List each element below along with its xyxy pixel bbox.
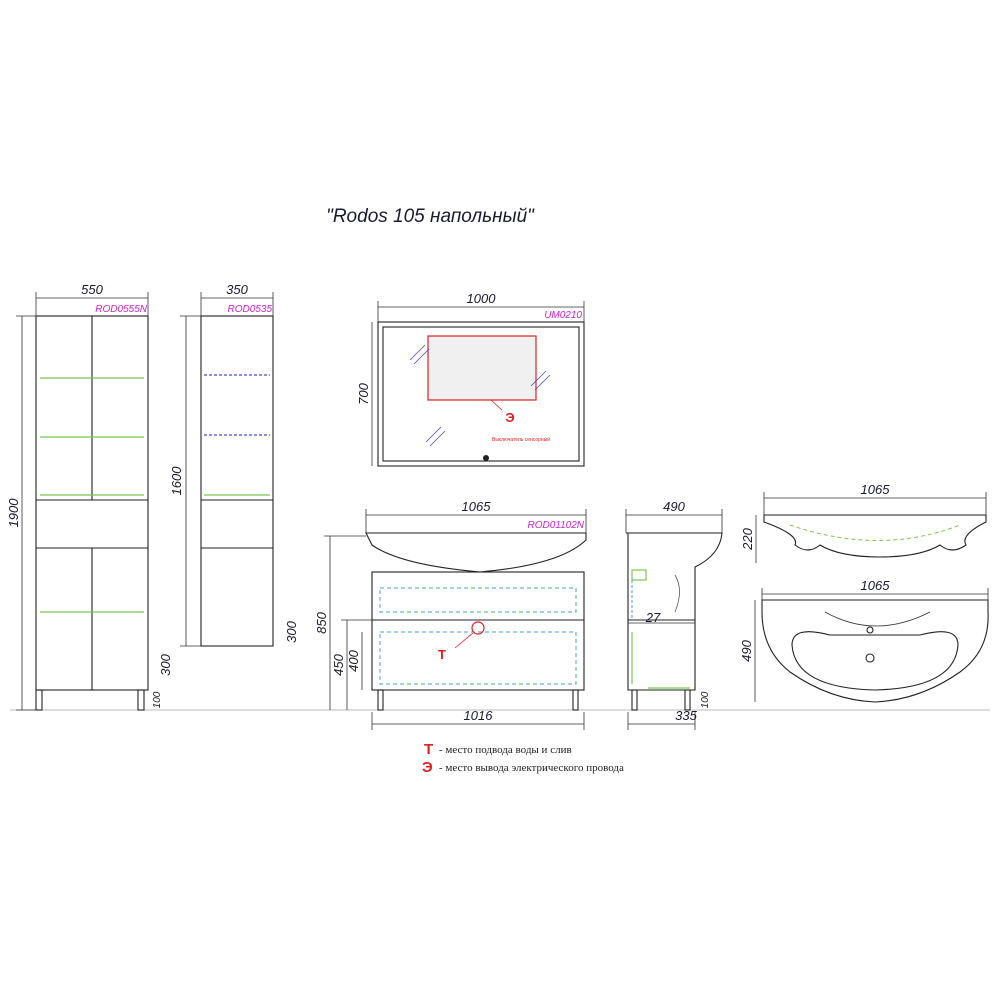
basin-top-width: 1065 [861,578,891,593]
mirror-switch-text: Выключатель сенсорный [492,436,550,443]
tall-cabinet-width: 550 [81,282,103,297]
side-mark-icon [631,569,647,581]
mirror-code: UM0210 [544,310,582,321]
page-title: "Rodos 105 напольный" [326,206,535,227]
tall-cabinet-height: 1900 [6,498,21,528]
basin-front-height: 220 [740,527,755,550]
legend: Т - место подвода воды и слив Э - место … [422,741,624,776]
legend-t-text: - место подвода воды и слив [439,744,572,756]
mirror-electric-mark: Э [505,410,514,425]
legend-e-text: - место вывода электрического провода [439,762,624,774]
basin-top: 1065 490 [739,578,989,703]
vanity-water-mark: Т [438,647,446,662]
narrow-cabinet: 350 ROD0535 1600 300 [169,282,299,647]
tap-hole-icon [866,626,874,634]
mirror-width: 1000 [467,291,497,306]
water-outlet-icon [471,621,485,635]
narrow-cabinet-height: 1600 [169,466,184,496]
vanity-front: Т 1065 ROD01102N 1016 850 450 400 [314,499,587,730]
side-offset: 27 [645,610,661,625]
basin-front: 1065 220 [740,482,987,563]
mirror: Э Выключатель сенсорный 1000 UM0210 700 [356,291,585,467]
switch-icon [483,455,489,461]
vanity-height: 850 [314,611,329,633]
vanity-bottom-width: 1016 [464,708,494,723]
narrow-cabinet-width: 350 [226,282,248,297]
tall-cabinet: 550 ROD0555N 1900 300 100 [6,282,173,711]
basin-top-depth: 490 [739,639,754,661]
tall-cabinet-depth: 300 [158,653,173,675]
tall-cabinet-code: ROD0555N [95,304,147,315]
vanity-water-height: 450 [331,653,346,675]
mirror-height: 700 [356,382,371,404]
drain-icon [865,653,875,663]
vanity-drawer-height: 400 [346,649,361,671]
narrow-cabinet-code: ROD0535 [228,304,273,315]
tall-cabinet-leg: 100 [152,691,163,708]
basin-front-width: 1065 [861,482,891,497]
vanity-top-width: 1065 [462,499,492,514]
side-leg: 100 [700,691,711,708]
legend-e-key: Э [422,759,433,776]
narrow-cabinet-depth: 300 [284,620,299,642]
vanity-side: 490 335 27 100 [625,499,723,730]
side-depth: 490 [663,499,685,514]
legend-t-key: Т [424,741,433,758]
side-bottom-depth: 335 [675,708,697,723]
vanity-code: ROD01102N [527,520,584,531]
